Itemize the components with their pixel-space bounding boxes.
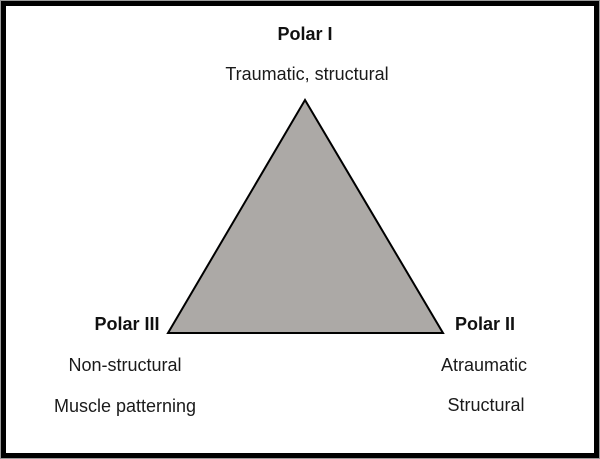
polar-i-description: Traumatic, structural <box>225 64 389 84</box>
polar-iii-title: Polar III <box>94 314 160 334</box>
polar-ii-title: Polar II <box>454 314 516 334</box>
polar-iii-description-line2: Muscle patterning <box>53 396 197 416</box>
polar-ii-description-line2: Structural <box>447 395 525 415</box>
polar-i-title: Polar I <box>277 24 333 44</box>
triangle-shape <box>166 98 445 334</box>
polar-ii-description-line1: Atraumatic <box>440 355 528 375</box>
polar-iii-description-line1: Non-structural <box>68 355 182 375</box>
